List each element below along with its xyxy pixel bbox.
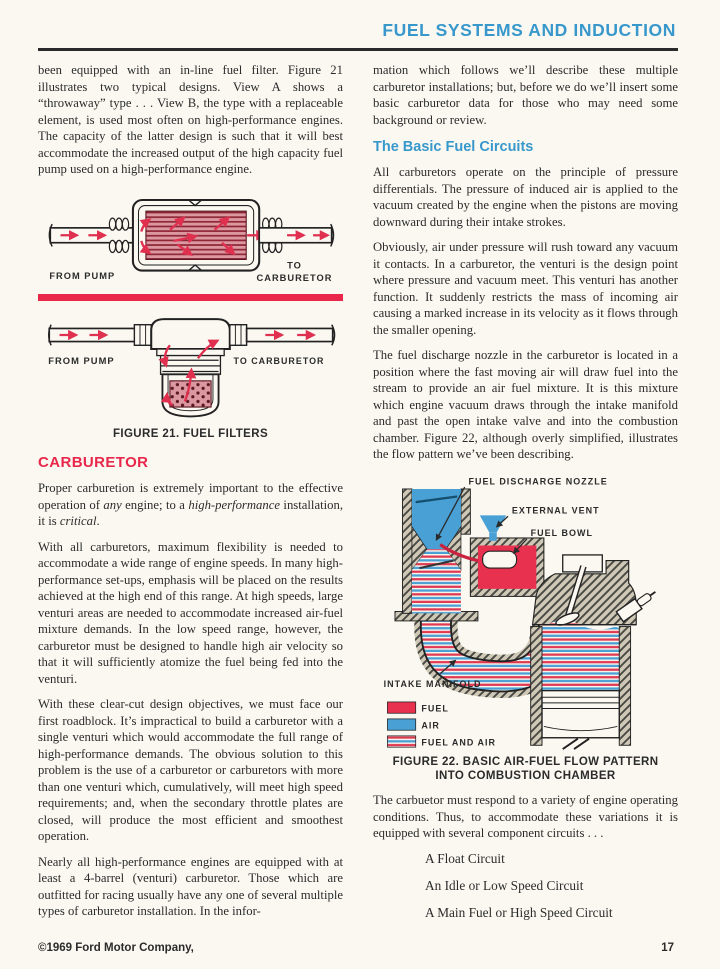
figure-22-air-fuel-flow: FUEL DISCHARGE NOZZLE EXTERNAL VENT FUEL… [373, 472, 678, 785]
figure22-legend: FUEL AIR FUEL AND AIR [387, 701, 496, 748]
paragraph: been equipped with an in-line fuel filte… [38, 63, 343, 176]
italic-run: high-performance [188, 497, 280, 512]
fuel-filter-view-a-illustration: FROM PUMP TO CARBURETOR [48, 198, 335, 282]
text-run: Proper carburetion is extremely importan… [38, 481, 343, 512]
list-item: A Main Fuel or High Speed Circuit [425, 904, 613, 920]
paragraph: With these clear-cut design objectives, … [38, 697, 343, 844]
carburetor-cross-section-illustration: FUEL DISCHARGE NOZZLE EXTERNAL VENT FUEL… [384, 476, 656, 750]
figure22-caption-line2: INTO COMBUSTION CHAMBER [435, 770, 616, 783]
paragraph: Nearly all high-performance engines are … [38, 854, 343, 919]
italic-run: critical [59, 514, 97, 529]
red-divider-rule [38, 293, 343, 301]
flow-arrows [158, 339, 220, 406]
page-title: FUEL SYSTEMS AND INDUCTION [382, 20, 676, 40]
header-rule [38, 48, 678, 51]
section-heading-carburetor: CARBURETOR [38, 454, 149, 472]
paragraph: mation which follows we’ll describe thes… [373, 63, 678, 127]
air-intake-region [411, 488, 461, 549]
figure22-caption-line1: FIGURE 22. BASIC AIR-FUEL FLOW PATTERN [392, 755, 659, 768]
paragraph: The fuel discharge nozzle in the carbure… [373, 348, 678, 461]
figure22-caption: FIGURE 22. BASIC AIR-FUEL FLOW PATTERN I… [373, 755, 678, 785]
inlet-coil-fitting [108, 217, 130, 253]
italic-run: any [103, 497, 122, 512]
right-column: mation which follows we’ll describe thes… [373, 62, 678, 932]
to-label: TO [287, 260, 302, 270]
to-carburetor-label: TO CARBURETOR [234, 356, 325, 366]
legend-swatch-air [387, 718, 417, 731]
page-footer: ©1969 Ford Motor Company, 17 [38, 942, 674, 954]
figure-21-fuel-filters: FROM PUMP TO CARBURETOR [38, 187, 343, 442]
legend-swatch-fuel-and-air [387, 734, 417, 748]
fuel-bowl-label: FUEL BOWL [531, 528, 593, 538]
text-run: engine; to a [121, 497, 189, 512]
fuel-discharge-nozzle-label: FUEL DISCHARGE NOZZLE [468, 476, 607, 486]
label-leader-lines [435, 486, 528, 674]
list-item: An Idle or Low Speed Circuit [425, 877, 584, 893]
carburetor-label: CARBURETOR [257, 272, 333, 282]
combustion-chamber-mixture [541, 618, 620, 691]
paragraph: Obviously, air under pressure will rush … [373, 240, 678, 337]
page-header: FUEL SYSTEMS AND INDUCTION [0, 0, 720, 51]
component-circuits-list: A Float Circuit An Idle or Low Speed Cir… [373, 851, 678, 921]
figure21-caption: FIGURE 21. FUEL FILTERS [112, 427, 269, 440]
from-pump-label: FROM PUMP [49, 270, 115, 280]
external-vent-label: EXTERNAL VENT [512, 505, 600, 515]
intake-manifold-label: INTAKE MANIFOLD [384, 678, 482, 688]
intake-valve [555, 611, 580, 626]
air-fuel-mixture-region [411, 548, 461, 613]
subheading-basic-fuel-circuits: The Basic Fuel Circuits [373, 139, 534, 155]
list-item: A Float Circuit [425, 850, 505, 866]
copyright-notice: ©1969 Ford Motor Company, [38, 942, 194, 954]
paragraph: The carbuetor must respond to a variety … [373, 793, 678, 841]
fuel-filter-view-b-illustration: FROM PUMP TO CARBURETOR [48, 317, 336, 417]
legend-swatch-fuel [387, 701, 417, 714]
legend-label-fuel: FUEL [421, 703, 448, 713]
discharge-nozzle-passage [439, 542, 479, 562]
page-number: 17 [661, 942, 674, 954]
piston [541, 689, 620, 738]
flow-arrows [139, 215, 267, 256]
text-run: . [96, 514, 100, 529]
connecting-rod [562, 737, 590, 750]
paragraph: All carburetors operate on the principle… [373, 165, 678, 229]
two-column-text: been equipped with an in-line fuel filte… [0, 51, 720, 932]
filter-cap [150, 317, 231, 350]
paragraph: Proper carburetion is extremely importan… [38, 480, 343, 530]
spark-plug [615, 590, 656, 623]
legend-label-fuel-and-air: FUEL AND AIR [421, 737, 496, 747]
float [482, 550, 518, 569]
from-pump-label: FROM PUMP [48, 356, 114, 366]
legend-label-air: AIR [421, 720, 440, 730]
external-vent-funnel [479, 514, 507, 532]
left-column: been equipped with an in-line fuel filte… [38, 62, 343, 932]
text-run: installation, it is [38, 497, 343, 529]
paragraph: With all carburetors, maximum flexibilit… [38, 539, 343, 686]
